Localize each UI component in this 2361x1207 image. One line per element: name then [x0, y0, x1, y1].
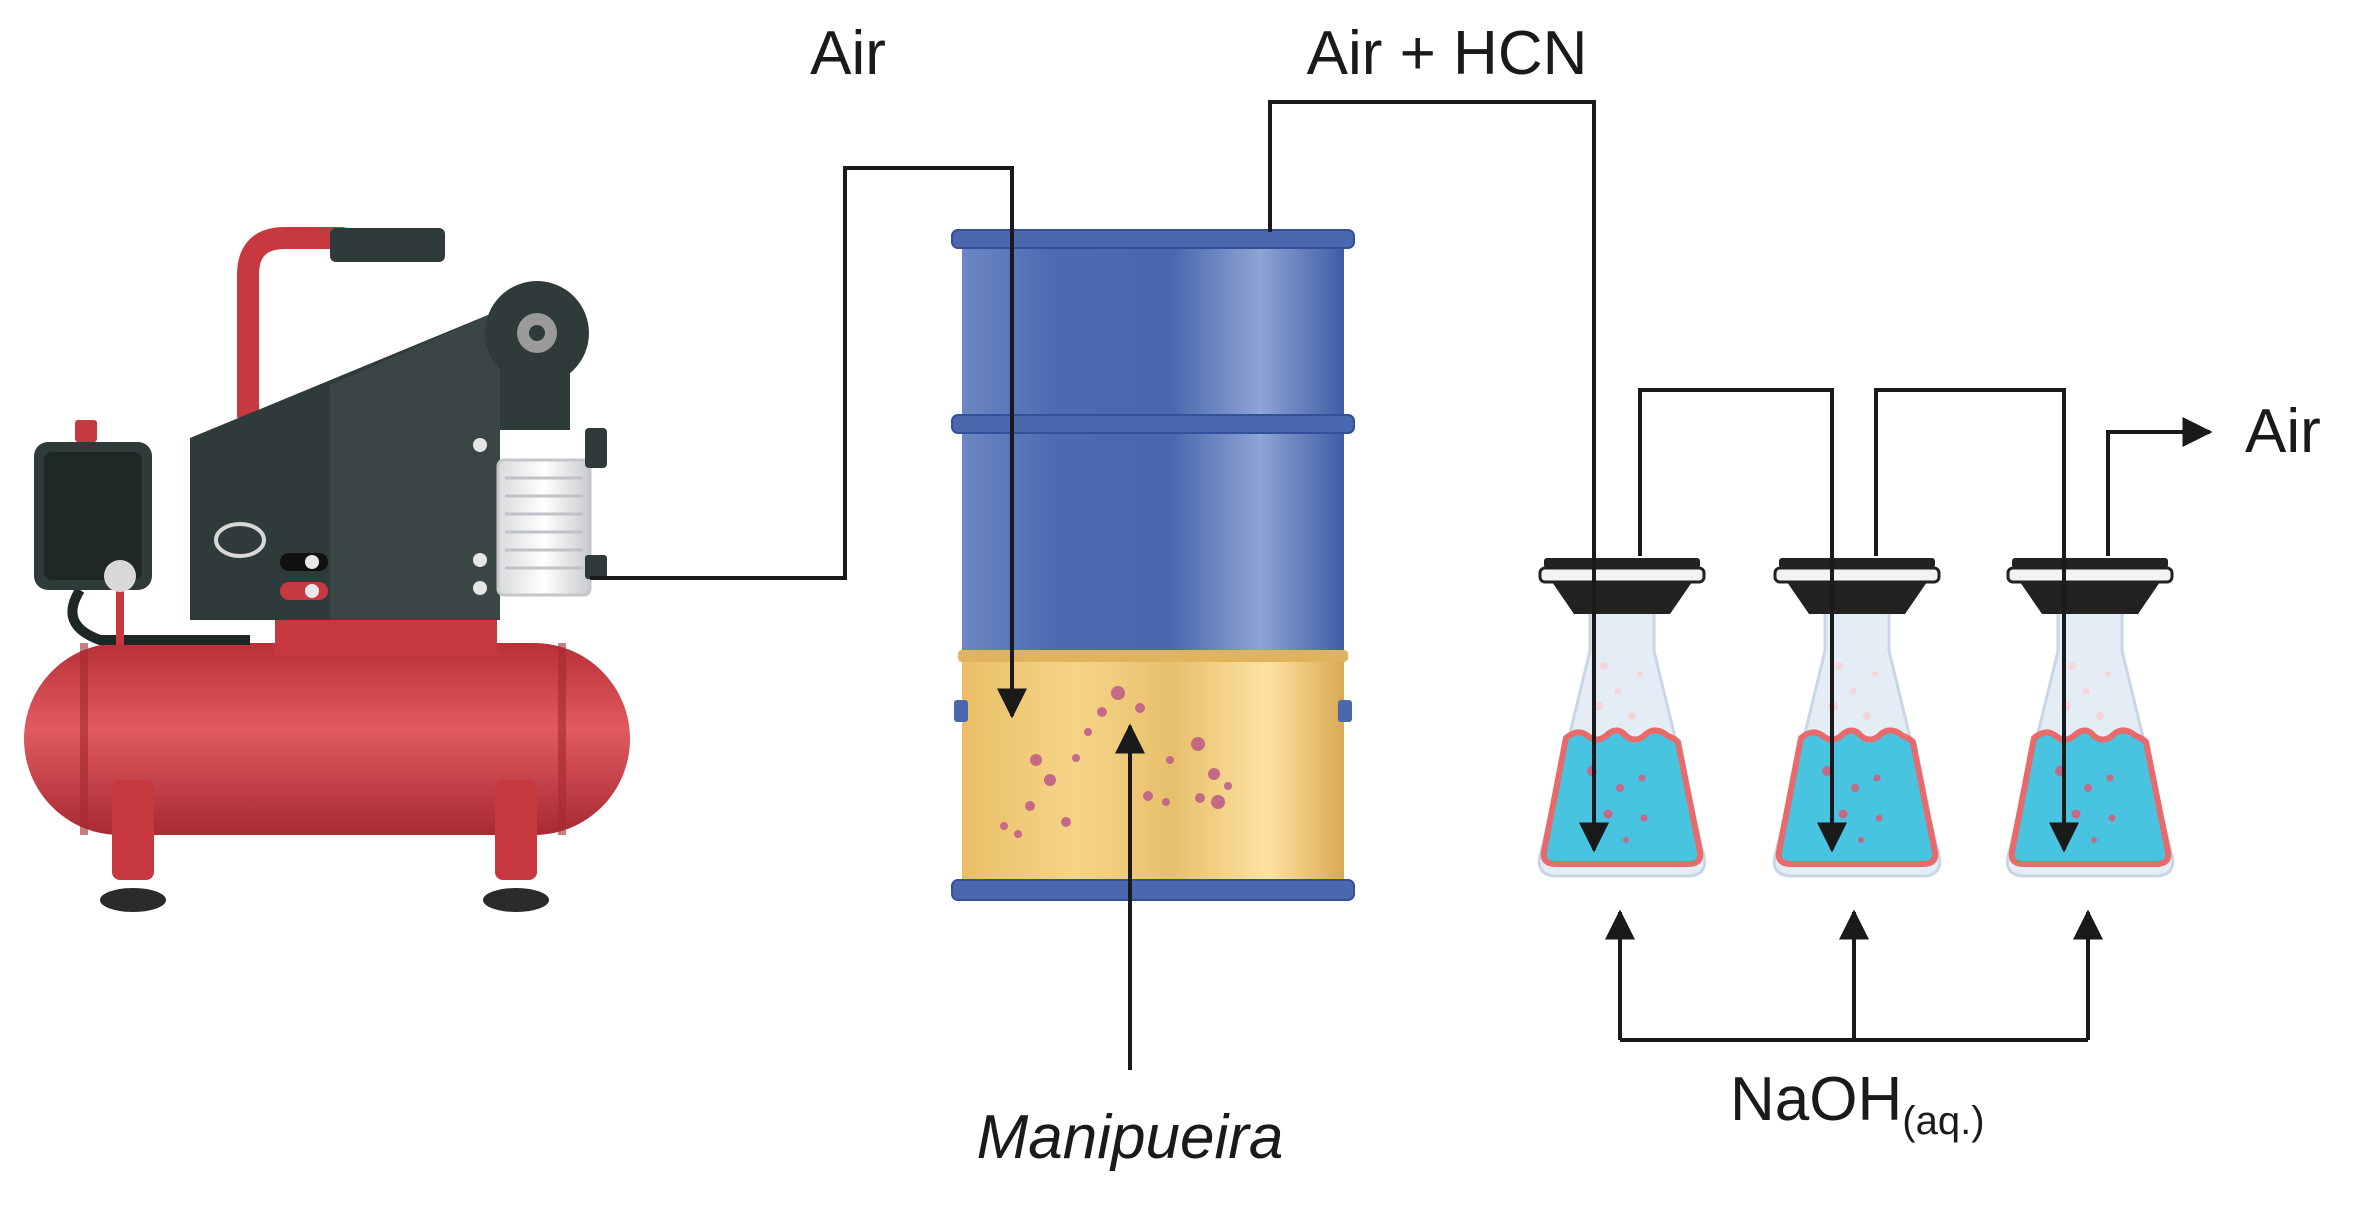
label-manipueira: Manipueira — [977, 1103, 1284, 1172]
flask-1 — [1539, 558, 1704, 876]
flask-3 — [2007, 558, 2172, 876]
air-inlet-pipe — [590, 166, 1027, 719]
air-hcn-pipe — [1268, 100, 1609, 853]
label-air-in: Air — [810, 19, 886, 88]
label-air-hcn: Air + HCN — [1307, 19, 1588, 88]
erlenmeyer-flask-icon — [1774, 558, 1939, 876]
flow-lines — [590, 100, 2213, 1070]
erlenmeyer-flask-icon — [2007, 558, 2172, 876]
label-naoh-main: NaOH — [1730, 1065, 1902, 1134]
label-naoh-subscript: (aq.) — [1902, 1099, 1984, 1143]
air-compressor-icon — [24, 227, 630, 912]
label-air-out: Air — [2245, 397, 2321, 466]
label-naoh: NaOH(aq.) — [1730, 1065, 1985, 1143]
connector-pipe-2 — [1874, 388, 2079, 853]
flask-2 — [1774, 558, 1939, 876]
connector-pipe-1 — [1638, 388, 1847, 853]
air-outlet-pipe — [2106, 417, 2213, 556]
erlenmeyer-flask-icon — [1539, 558, 1704, 876]
